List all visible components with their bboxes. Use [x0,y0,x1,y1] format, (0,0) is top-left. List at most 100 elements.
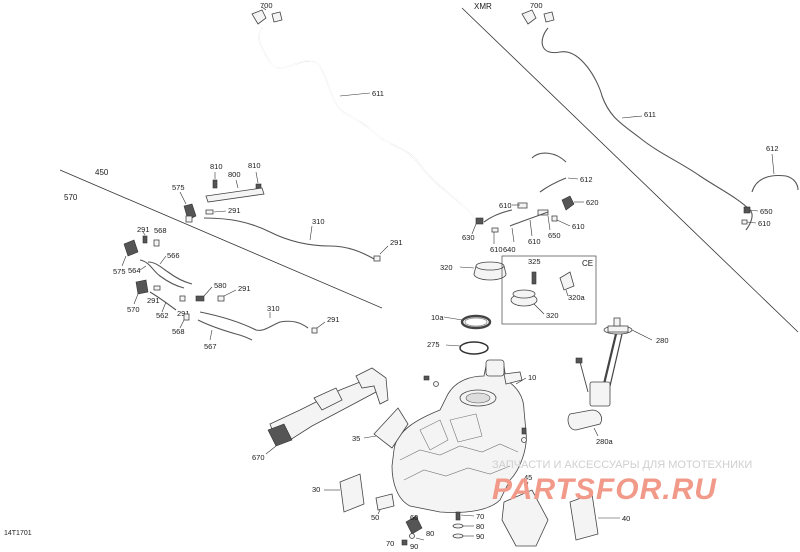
callout-610-d: 610 [572,222,585,231]
callout-325: 325 [528,257,541,266]
callout-291-g: 291 [327,315,340,324]
callout-320a: 320a [568,293,586,302]
callout-291-d: 291 [147,296,160,305]
callout-620: 620 [586,198,599,207]
callout-80-lower: 80 [426,529,434,538]
callout-700-right: 700 [530,1,543,10]
fitting-568-upper [153,239,160,247]
callout-567: 567 [204,342,217,351]
clamp-291-d [153,285,161,291]
callout-630: 630 [462,233,475,242]
callout-80-upper: 80 [476,522,484,531]
callout-30: 30 [312,485,320,494]
callout-640: 640 [503,245,516,254]
callout-320-ce: 320 [546,311,559,320]
hose-566-564 [139,259,193,289]
callout-610-b: 610 [499,201,512,210]
callout-580: 580 [214,281,227,290]
callout-612-right: 612 [766,144,779,153]
bracket-670 [267,367,389,447]
callout-810-right: 810 [248,161,261,170]
callout-610-c: 610 [528,237,541,246]
callout-291-c: 291 [137,225,150,234]
clamp-291-f [217,295,225,302]
heat-shield-35 [373,407,409,449]
drawing-id: 14T1701 [4,530,32,537]
callout-320-main: 320 [440,263,453,272]
callout-570: 570 [127,305,140,314]
callout-610-a: 610 [490,245,503,254]
callout-575-upper: 575 [172,183,185,192]
lock-ring-10a [460,314,492,330]
callout-700-left: 700 [260,1,273,10]
valve-570 [135,279,149,295]
callout-90-lower: 90 [410,542,418,551]
fitting-568-lower [183,313,190,321]
hose-612-center [531,152,567,193]
callout-810-left: 810 [210,162,223,171]
clamp-291-g [311,327,318,334]
callout-650-center: 650 [548,231,561,240]
callout-60: 60 [410,513,418,522]
watermark-caption: ЗАПЧАСТИ И АКСЕССУАРЫ ДЛЯ МОТОТЕХНИКИ [492,459,752,471]
section-label-xmr: XMR [474,2,492,11]
fitting-650-right [741,206,751,225]
callout-280: 280 [656,336,669,345]
callout-568-upper: 568 [154,226,167,235]
pad-30 [339,473,365,513]
callout-70-upper: 70 [476,512,484,521]
tank-bolts [423,375,527,443]
callout-610-right: 610 [758,219,771,228]
callout-275: 275 [427,340,440,349]
callout-291-e: 291 [177,309,190,318]
callout-291-f: 291 [238,284,251,293]
hose-562 [149,291,177,311]
callout-670: 670 [252,453,265,462]
ce-cap-assembly [510,271,575,307]
hose-310-lower [199,311,309,331]
gasket-275 [459,341,489,355]
callout-611-left: 611 [372,89,384,98]
callout-291-a: 291 [228,206,241,215]
pad-50 [375,493,395,511]
hose-310-upper [203,217,377,261]
fastener-stack-lower-left [401,533,415,546]
watermark-logo: PARTSFOR.RU [492,473,717,506]
callout-564: 564 [128,266,141,275]
callout-562: 562 [156,311,169,320]
pad-45 [501,489,549,547]
section-label-450: 450 [95,168,109,177]
hose-567 [197,319,253,341]
clamp-291-a [205,209,214,215]
fitting-620 [561,195,575,211]
clip-700-right [521,9,555,25]
callout-10: 10 [528,373,536,382]
xmr-divider-line [461,7,799,333]
fuel-pump-280 [575,317,633,407]
callout-90-upper: 90 [476,532,484,541]
vent-hose-611-left [258,27,479,223]
callout-291-b: 291 [390,238,403,247]
callout-800: 800 [228,170,241,179]
callout-650-right: 650 [760,207,773,216]
bracket-60 [405,515,423,535]
pad-40 [569,493,599,541]
fuel-cap-320 [473,261,507,281]
clamp-291-b [373,255,381,262]
callout-70-lower: 70 [386,539,394,548]
fastener-stack-right [452,511,464,539]
callout-612-center: 612 [580,175,593,184]
callout-280a: 280a [596,437,614,446]
ce-option-box [501,255,597,325]
hose-800 [205,187,265,203]
callout-310-lower: 310 [267,304,280,313]
fuel-filter-280a [567,409,602,431]
clamp-291-e [179,295,186,302]
callout-35: 35 [352,434,360,443]
callout-45: 45 [524,473,532,482]
fitting-610-center [475,202,558,233]
callout-50: 50 [371,513,379,522]
callout-611-right: 611 [644,110,656,119]
fitting-810-left [212,179,218,189]
